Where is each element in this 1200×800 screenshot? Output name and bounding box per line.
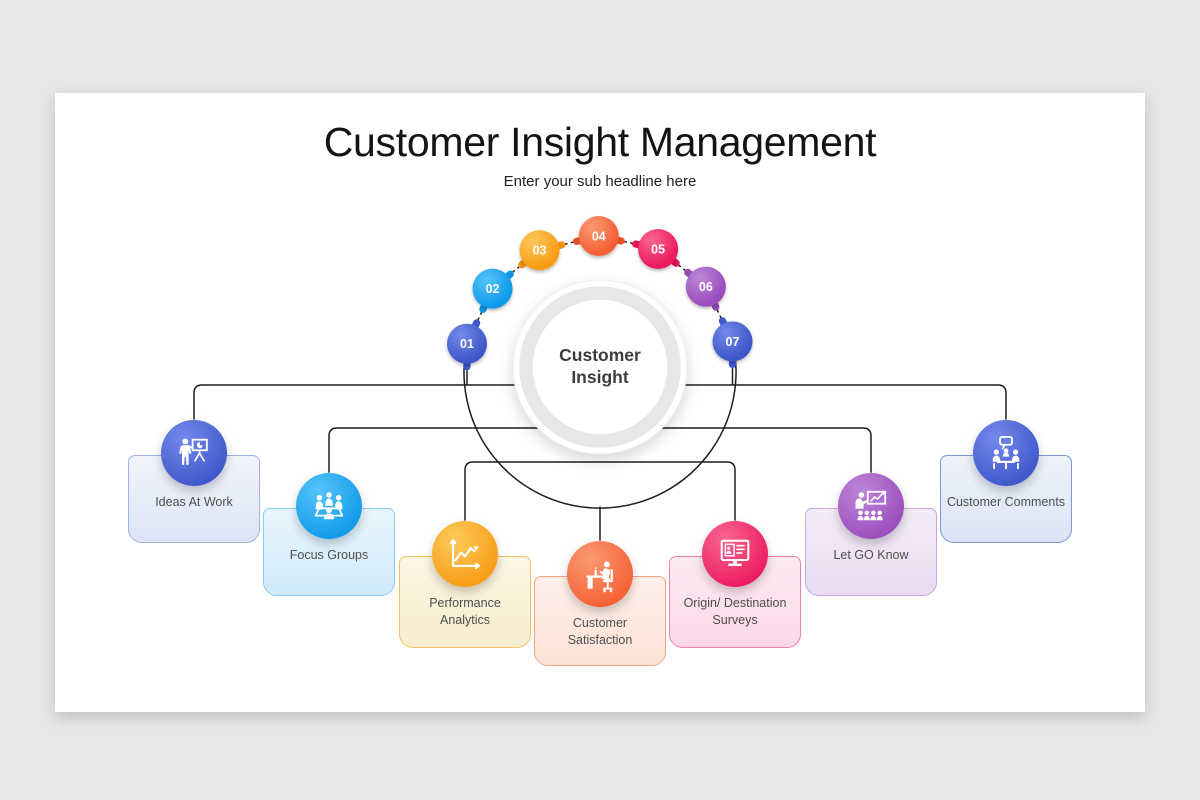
step-link-dash [564, 241, 574, 245]
slide-canvas: Customer Insight Management Enter your s… [55, 93, 1145, 712]
presentation-board-icon-glyph [179, 438, 208, 465]
card-label: Customer Satisfaction [567, 616, 633, 647]
step-circle [638, 229, 679, 270]
step-01: 01 [446, 323, 487, 385]
step-circle [712, 321, 753, 362]
step-link-dash [512, 266, 520, 273]
card-label: Origin/ Destination Surveys [683, 596, 787, 627]
card-let-go-know: Let GO Know [805, 473, 937, 596]
step-04: 04 [578, 216, 619, 257]
step-number: 06 [699, 280, 713, 294]
hub-label-line1: Customer [559, 345, 641, 365]
step-number: 07 [726, 335, 740, 349]
card-label: Let GO Know [833, 548, 909, 562]
card-label: Customer Comments [946, 495, 1066, 509]
survey-monitor-icon-glyph [720, 539, 750, 567]
comments-meeting-icon-glyph [992, 436, 1020, 470]
step-06: 06 [685, 266, 726, 307]
page-title: Customer Insight Management [323, 119, 877, 165]
page-subtitle: Enter your sub headline here [503, 173, 697, 190]
hub-outer-disc [512, 279, 688, 455]
card-label: Performance Analytics [429, 596, 501, 627]
step-link-dash [477, 311, 483, 321]
presenter-audience-icon [838, 473, 904, 539]
presenter-audience-icon-glyph [855, 490, 887, 521]
hub-ring [519, 286, 681, 448]
card-ideas-at-work: Ideas At Work [128, 420, 260, 543]
survey-monitor-icon [702, 521, 768, 587]
step-chain: 01 02 03 04 05 06 07 [446, 216, 753, 385]
card-performance-analytics: Performance Analytics [399, 521, 531, 648]
step-number: 04 [592, 230, 606, 244]
slide-header: Customer Insight Management Enter your s… [55, 120, 1145, 190]
step-number: 03 [533, 244, 547, 258]
card-focus-groups: Focus Groups [263, 473, 395, 596]
line-chart-icon [432, 521, 498, 587]
step-02: 02 [472, 268, 513, 309]
step-number: 02 [486, 282, 500, 296]
card-label: Focus Groups [289, 548, 369, 562]
step-circle [446, 323, 487, 364]
step-link-dash [678, 264, 686, 272]
step-circle [472, 268, 513, 309]
person-at-desk-icon [567, 541, 633, 607]
step-circle [578, 216, 619, 257]
step-03: 03 [519, 230, 560, 271]
cards-layer: Ideas At Work Focus Groups Performance A… [55, 93, 1145, 712]
step-link-dash [624, 240, 633, 245]
bracket-connector [464, 461, 736, 521]
comments-meeting-icon [973, 420, 1039, 486]
step-05: 05 [638, 229, 679, 270]
step-number: 01 [460, 337, 474, 351]
step-07: 07 [712, 321, 753, 385]
card-customer-comments: Customer Comments [940, 420, 1072, 543]
presentation-board-icon [161, 420, 227, 486]
person-at-desk-icon-glyph [586, 561, 613, 593]
card-origin-destination-surveys: Origin/ Destination Surveys [669, 521, 801, 648]
step-circle [519, 230, 560, 271]
line-chart-icon-glyph [449, 539, 480, 570]
step-circle [685, 266, 726, 307]
step-number: 05 [651, 243, 665, 257]
step-link-dash [716, 309, 722, 319]
hub-label-line2: Insight [571, 367, 629, 387]
focus-group-icon-glyph [314, 492, 344, 520]
hub-arc [463, 340, 737, 509]
focus-group-icon [296, 473, 362, 539]
card-customer-satisfaction: Customer Satisfaction [534, 541, 666, 666]
card-label: Ideas At Work [155, 495, 233, 509]
